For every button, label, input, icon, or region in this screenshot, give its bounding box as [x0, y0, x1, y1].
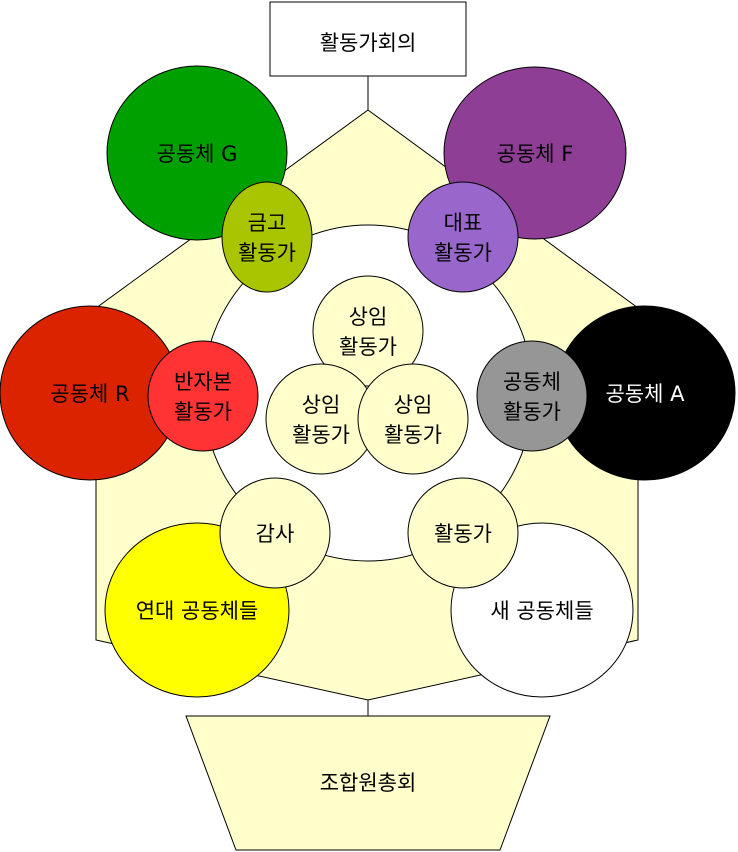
- activist-representative-label: 대표: [444, 211, 483, 235]
- activist-anticapital-label: 활동가: [174, 400, 232, 424]
- standing-activist-top-label: 활동가: [339, 335, 397, 359]
- activist-activist-label: 활동가: [434, 522, 492, 546]
- activist-meeting-label: 활동가회의: [320, 31, 417, 55]
- activist-community-shape: [476, 340, 588, 452]
- activist-community-label: 공동체: [503, 370, 561, 394]
- community-solidarity-label: 연대 공동체들: [136, 599, 259, 623]
- standing-activist-top-label: 상임: [349, 305, 388, 329]
- community-a-label: 공동체 A: [605, 382, 685, 406]
- community-f-label: 공동체 F: [497, 142, 574, 166]
- activist-meeting-box: 활동가회의: [269, 1, 467, 77]
- activist-finance-label: 금고: [248, 211, 287, 235]
- activist-activist-shape: [407, 477, 519, 589]
- activist-representative-shape: [407, 181, 519, 293]
- activist-community-label: 활동가: [503, 400, 561, 424]
- activist-audit-shape: [219, 477, 331, 589]
- community-a: 공동체 A: [554, 305, 736, 481]
- activist-audit: 감사: [219, 477, 331, 589]
- standing-activist-right-shape: [357, 363, 469, 475]
- general-assembly-box: 조합원총회: [185, 715, 551, 851]
- general-assembly-label: 조합원총회: [320, 771, 417, 795]
- standing-activist-right-label: 상임: [394, 393, 433, 417]
- community-new-label: 새 공동체들: [490, 599, 593, 623]
- activist-activist: 활동가: [407, 477, 519, 589]
- activist-finance-shape: [221, 181, 313, 293]
- activist-anticapital-label: 반자본: [174, 370, 232, 394]
- community-r-label: 공동체 R: [50, 382, 129, 406]
- standing-activist-left-label: 상임: [302, 393, 341, 417]
- standing-activist-left-label: 활동가: [292, 423, 350, 447]
- community-g-label: 공동체 G: [157, 142, 238, 166]
- community-r: 공동체 R: [0, 305, 181, 481]
- activist-representative-label: 활동가: [434, 241, 492, 265]
- activist-finance-label: 활동가: [238, 241, 296, 265]
- standing-activist-top-shape: [312, 275, 424, 387]
- activist-anticapital-shape: [147, 340, 259, 452]
- standing-activist-right-label: 활동가: [384, 423, 442, 447]
- activist-audit-label: 감사: [256, 522, 295, 546]
